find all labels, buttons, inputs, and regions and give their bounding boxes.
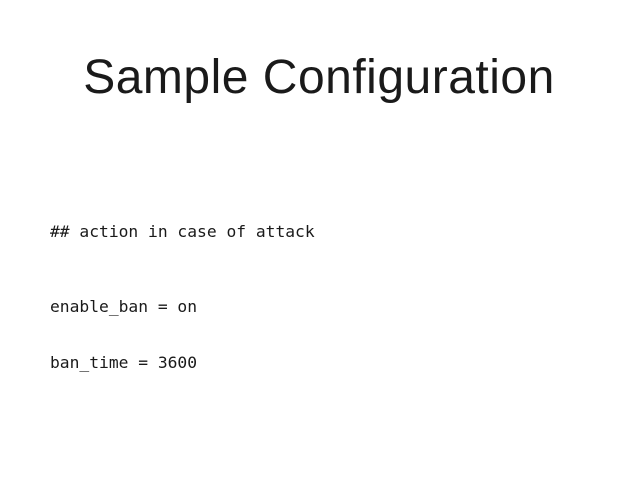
config-section-attack-action: ## action in case of attack enable_ban =… <box>50 185 472 410</box>
config-code-block: ## action in case of attack enable_ban =… <box>50 129 472 479</box>
config-line: enable_ban = on <box>50 296 198 316</box>
config-line: ban_time = 3600 <box>50 353 198 372</box>
slide-title: Sample Configuration <box>83 51 555 104</box>
config-comment: ## action in case of attack <box>50 221 315 241</box>
